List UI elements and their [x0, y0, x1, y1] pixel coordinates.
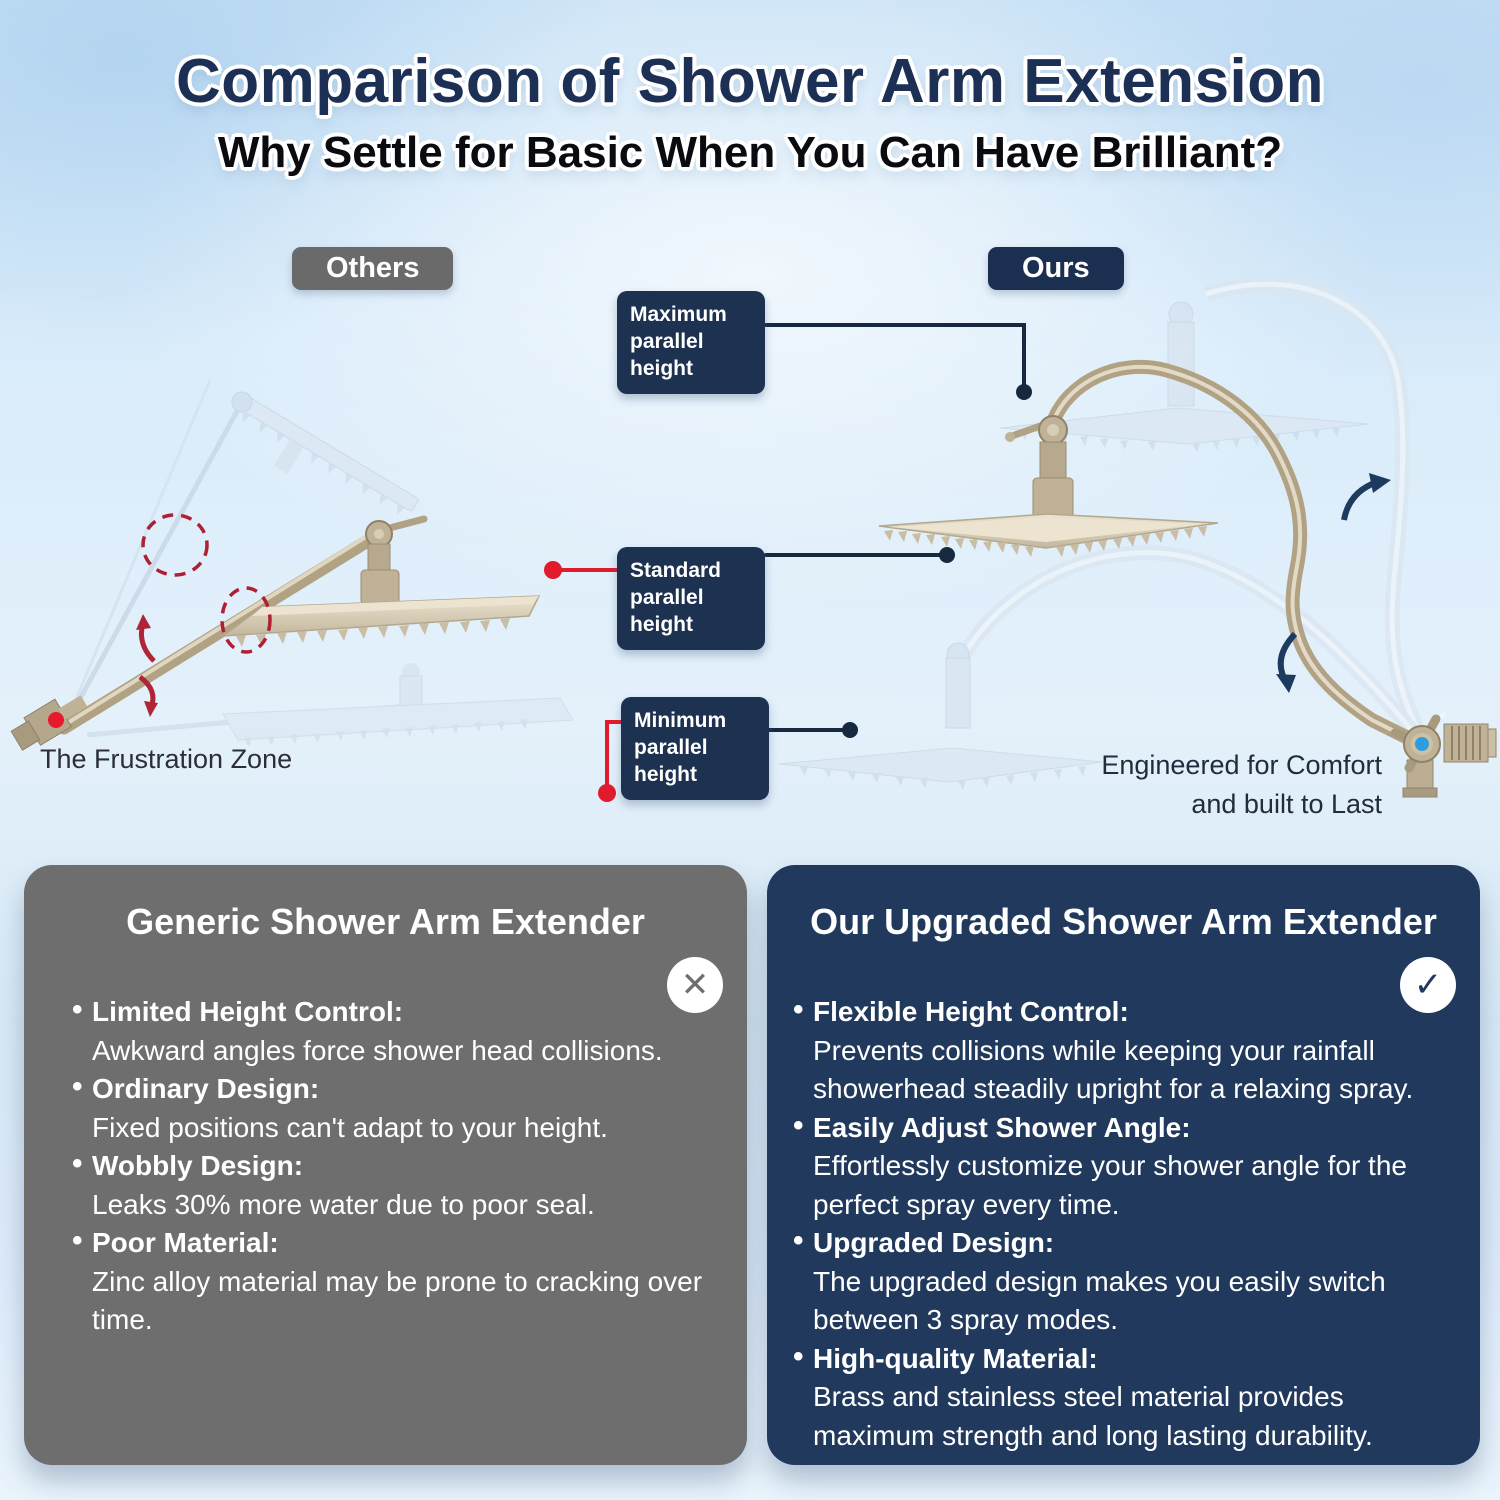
navy-rotation-arrow-up: [1341, 473, 1391, 521]
callout-maximum-parallel-height: Maximum parallel height: [617, 291, 765, 394]
bullet-body: Zinc alloy material may be prone to crac…: [92, 1265, 703, 1336]
others-nozzle-spikes: [236, 618, 510, 647]
generic-extender-card: Generic Shower Arm Extender ✕ Limited He…: [24, 865, 747, 1465]
bullet-body: Effortlessly customize your shower angle…: [813, 1150, 1407, 1220]
others-ghost-flat: [86, 663, 574, 747]
red-rotation-arrow-down: [138, 674, 158, 717]
generic-bullet-list: Limited Height Control: Awkward angles f…: [72, 991, 727, 1340]
others-product-illustration: [10, 379, 574, 751]
bullet-body: Brass and stainless steel material provi…: [813, 1381, 1373, 1451]
others-ghost-raised: [61, 379, 419, 730]
valve-blue-button: [1415, 737, 1429, 751]
comparison-diagram: [10, 276, 1497, 802]
bullet-body: The upgraded design makes you easily swi…: [813, 1265, 1386, 1336]
bullet-label: Easily Adjust Shower Angle:: [793, 1107, 1456, 1148]
red-rotation-arrow-up: [136, 614, 156, 663]
ours-main-arm: [878, 359, 1427, 751]
max-connector-line: [764, 323, 1026, 394]
min-red-dot: [598, 784, 616, 802]
upgraded-bullet-list: Flexible Height Control: Prevents collis…: [793, 991, 1456, 1455]
red-marker-dot: [48, 712, 64, 728]
std-navy-dot: [939, 547, 955, 563]
min-navy-dot: [842, 722, 858, 738]
bullet-body: Fixed positions can't adapt to your heig…: [92, 1111, 608, 1143]
collision-highlight-circle: [220, 586, 272, 654]
caption-frustration-zone: The Frustration Zone: [40, 744, 293, 774]
ours-ghost-lowered: [778, 545, 1430, 790]
bullet-label: Wobbly Design:: [72, 1145, 727, 1186]
callout-minimum-parallel-height: Minimum parallel height: [621, 697, 769, 800]
others-main-arm: [10, 515, 541, 751]
bullet-label: Poor Material:: [72, 1222, 727, 1263]
page-title: Comparison of Shower Arm Extension: [175, 47, 1325, 116]
std-red-dot: [544, 561, 562, 579]
upgraded-card-title: Our Upgraded Shower Arm Extender: [810, 901, 1437, 942]
min-red-line: [605, 720, 624, 795]
upgraded-extender-card: Our Upgraded Shower Arm Extender ✓ Flexi…: [767, 865, 1480, 1465]
page-subtitle: Why Settle for Basic When You Can Have B…: [217, 128, 1283, 177]
bullet-label: Ordinary Design:: [72, 1068, 727, 1109]
bullet-label: High-quality Material:: [793, 1338, 1456, 1379]
callout-connectors: [544, 323, 1032, 802]
badge-ours: Ours: [988, 247, 1124, 290]
bullet-body: Prevents collisions while keeping your r…: [813, 1034, 1414, 1105]
callout-standard-parallel-height: Standard parallel height: [617, 547, 765, 650]
bullet-label: Limited Height Control:: [72, 991, 727, 1032]
bullet-body: Leaks 30% more water due to poor seal.: [92, 1188, 595, 1220]
wall-mount-fitting: [10, 695, 88, 751]
generic-card-title: Generic Shower Arm Extender: [126, 901, 645, 942]
bullet-label: Flexible Height Control:: [793, 991, 1456, 1032]
caption-engineered-comfort: Engineered for Comfort and built to Last: [1101, 750, 1382, 820]
bullet-label: Upgraded Design:: [793, 1222, 1456, 1263]
bullet-body: Awkward angles force shower head collisi…: [92, 1034, 663, 1066]
collision-highlight-circle: [141, 513, 209, 577]
ours-product-illustration: [778, 276, 1497, 798]
diverter-valve: [1390, 712, 1497, 798]
badge-others: Others: [292, 247, 454, 290]
max-connector-dot: [1016, 384, 1032, 400]
navy-rotation-arrow-down: [1276, 631, 1298, 693]
